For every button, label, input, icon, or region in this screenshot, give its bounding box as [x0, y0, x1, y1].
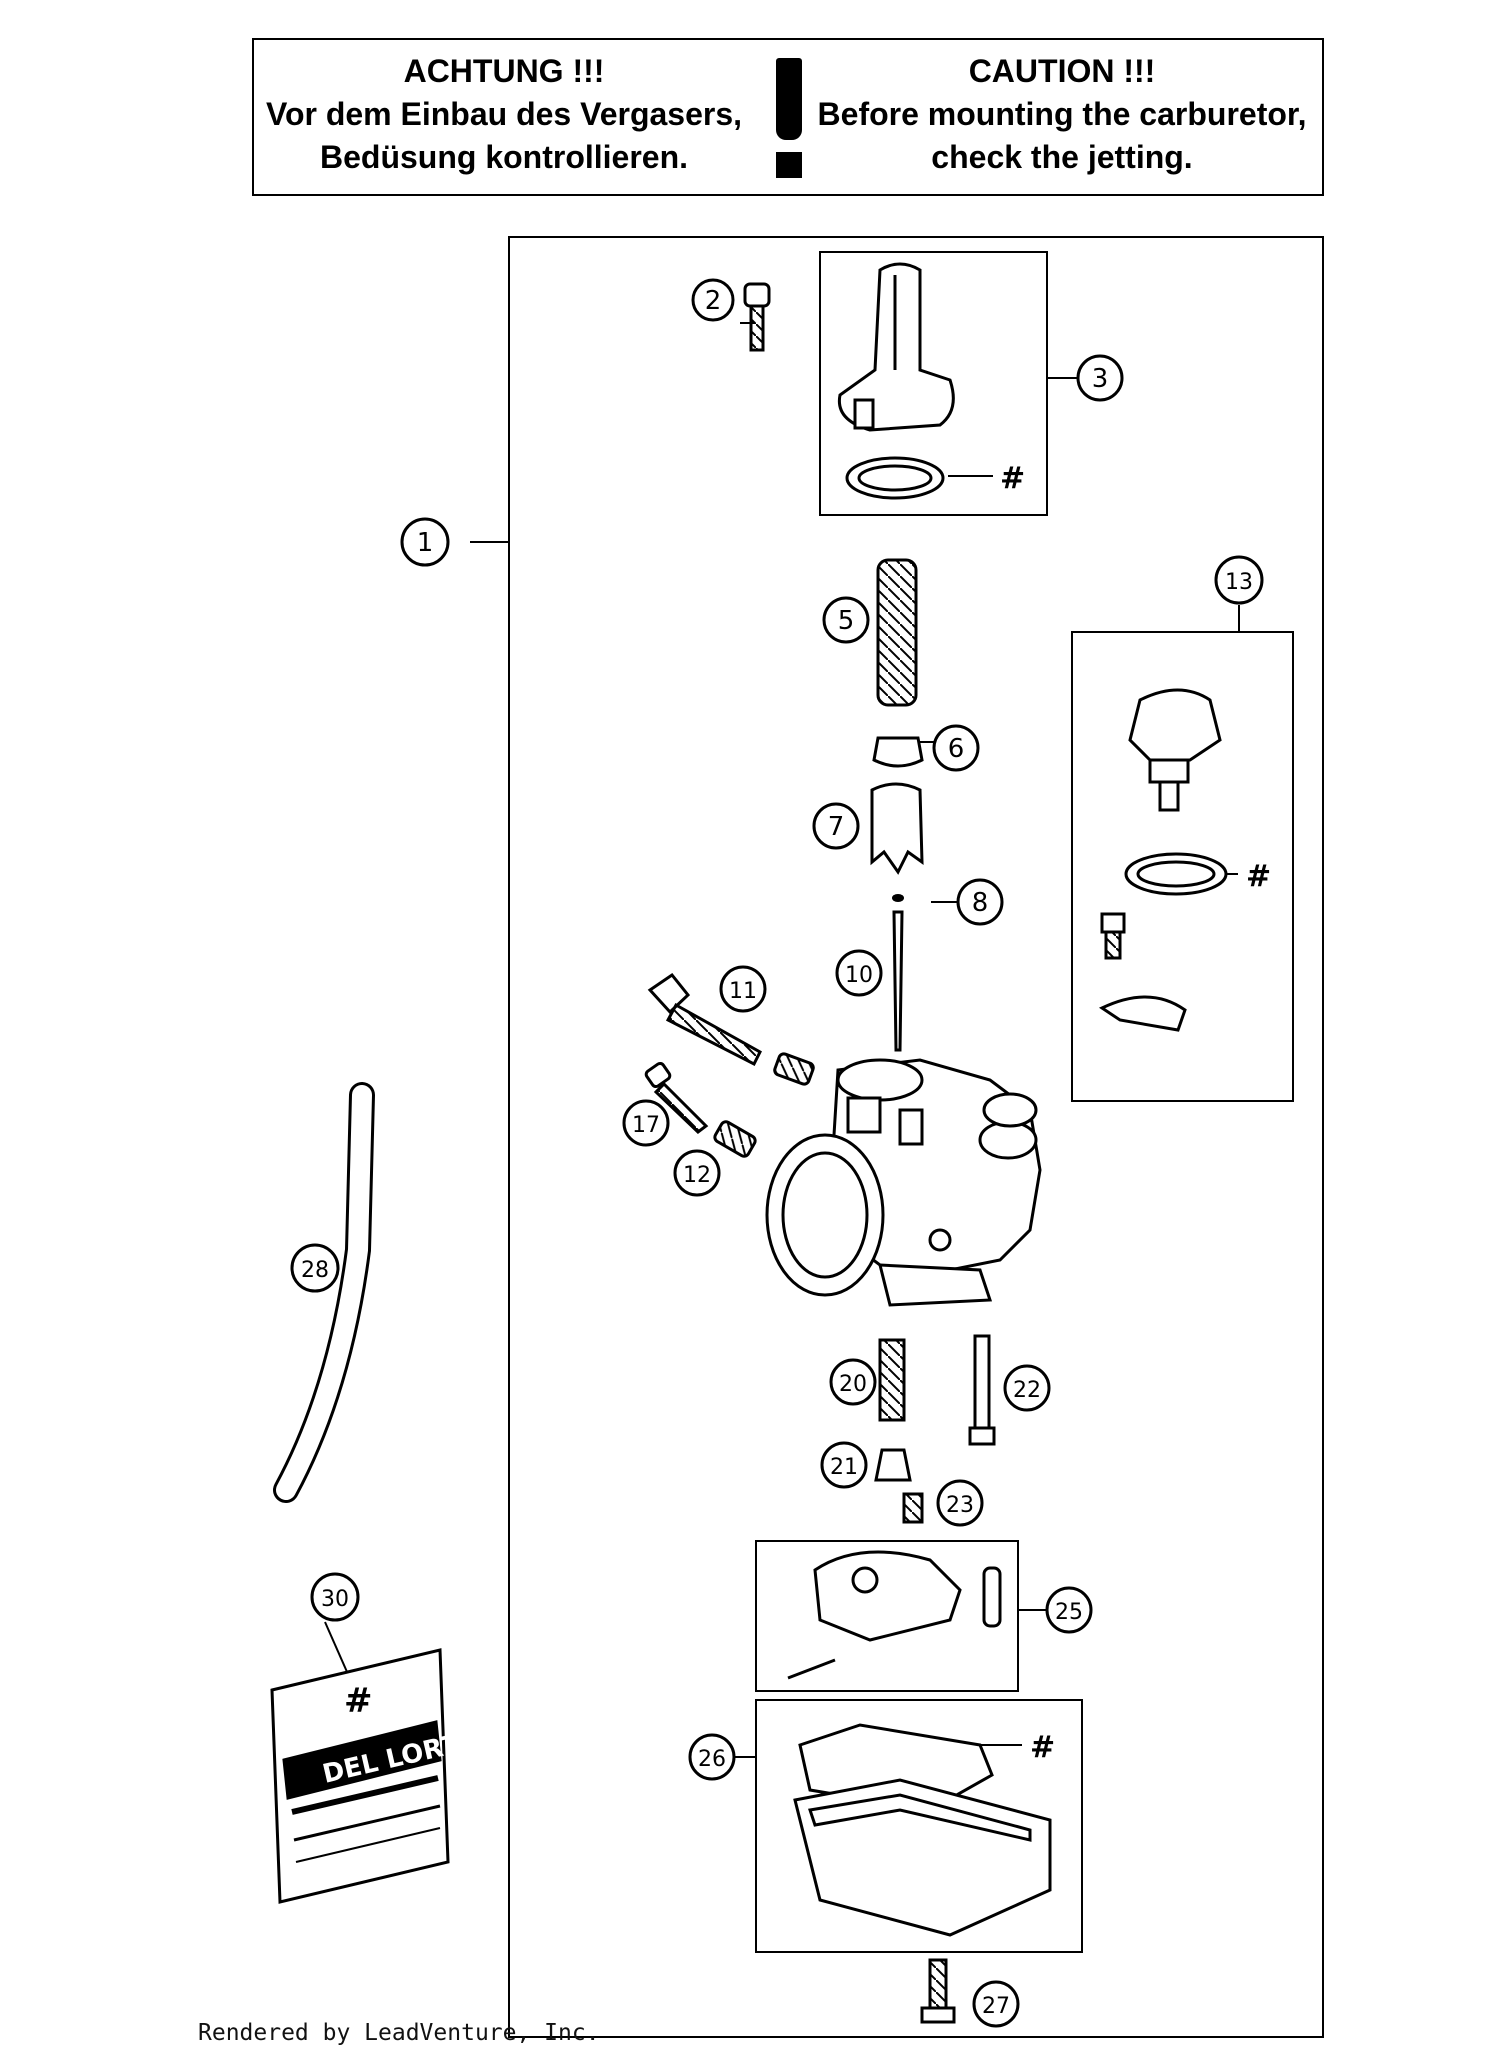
- main-assembly-frame: [508, 236, 1324, 2038]
- hash-mark-13: #: [1246, 859, 1271, 894]
- callout-12: 12: [683, 1163, 711, 1188]
- callout-17: 17: [632, 1113, 660, 1138]
- idle-spring: [773, 1052, 815, 1086]
- part-6-retainer: [872, 736, 924, 768]
- part-12-spring: [713, 1120, 757, 1158]
- callout-25: 25: [1055, 1600, 1083, 1625]
- callout-13: 13: [1225, 570, 1253, 595]
- callout-27: 27: [982, 1994, 1010, 2019]
- caution-german-title: ACHTUNG !!!: [403, 53, 605, 89]
- hash-mark-26: #: [1030, 1730, 1055, 1765]
- caution-english-line1: Before mounting the carburetor,: [817, 96, 1307, 132]
- callout-circle-8: [956, 878, 1004, 926]
- callout-circle-21: [820, 1441, 868, 1489]
- callout-circle-30: [310, 1572, 360, 1622]
- callout-circle-23: [936, 1479, 984, 1527]
- part-20-atomizer: [878, 1338, 906, 1422]
- hash-mark-3: #: [1000, 461, 1025, 496]
- callout-circle-17: [622, 1099, 670, 1147]
- caution-german: ACHTUNG !!! Vor dem Einbau des Vergasers…: [254, 50, 754, 179]
- callout-circle-12: [673, 1149, 721, 1197]
- part-13-choke: [1098, 688, 1228, 1032]
- part-5-spring: [876, 558, 918, 707]
- part-26-float-bowl: [793, 1723, 1052, 1937]
- callout-23: 23: [946, 1493, 974, 1518]
- part-10-needle: [892, 910, 904, 1052]
- exclamation-dot-icon: [776, 152, 802, 178]
- part-25-float: [787, 1550, 1002, 1680]
- part-11-idle-screw: [647, 972, 762, 1067]
- callout-7: 7: [828, 812, 845, 842]
- part-13-box: [1071, 631, 1294, 1102]
- callout-8: 8: [972, 888, 989, 918]
- part-23-idle-jet: [902, 1492, 924, 1524]
- part-27-drain-screw: [920, 1958, 956, 2024]
- caution-english-title: CAUTION !!!: [968, 53, 1156, 89]
- callout-circle-28: [290, 1243, 340, 1293]
- callout-numbers: 1 2 3 5 6 7 8 10 11 13 17 12 28 20 22 21…: [301, 286, 1253, 2019]
- callout-28: 28: [301, 1258, 329, 1283]
- callout-1: 1: [417, 528, 434, 558]
- callout-circle-22: [1003, 1364, 1051, 1412]
- part-26-box: [755, 1699, 1083, 1953]
- caution-english-line2: check the jetting.: [931, 139, 1193, 175]
- callout-circles: [290, 278, 1264, 2028]
- callout-circle-13: [1214, 555, 1264, 605]
- footer-credit: Rendered by LeadVenture, Inc.: [198, 2020, 600, 2046]
- caution-german-line2: Bedüsung kontrollieren.: [319, 139, 689, 175]
- callout-22: 22: [1013, 1378, 1041, 1403]
- carburetor-body: [765, 1058, 1042, 1307]
- hash-marks: # # # #: [344, 461, 1271, 1765]
- callout-circle-26: [688, 1733, 736, 1781]
- callout-2: 2: [705, 286, 722, 316]
- callout-circle-1: [400, 517, 450, 567]
- part-21-main-jet: [874, 1448, 912, 1482]
- callout-10: 10: [845, 963, 873, 988]
- callout-circle-2: [691, 278, 735, 322]
- caution-german-line1: Vor dem Einbau des Vergasers,: [265, 96, 743, 132]
- callout-circle-10: [835, 949, 883, 997]
- part-3-cover-cap: [837, 262, 955, 500]
- callout-circle-6: [932, 724, 980, 772]
- part-22-jet: [968, 1334, 996, 1446]
- caution-english: CAUTION !!! Before mounting the carburet…: [812, 50, 1312, 179]
- callout-30: 30: [321, 1587, 349, 1612]
- callout-21: 21: [830, 1455, 858, 1480]
- part-17-screw: [644, 1061, 709, 1134]
- callout-circle-25: [1045, 1586, 1093, 1634]
- part-25-box: [755, 1540, 1019, 1692]
- callout-circle-5: [822, 596, 870, 644]
- callout-6: 6: [948, 734, 965, 764]
- callout-26: 26: [698, 1747, 726, 1772]
- hash-mark-30: #: [344, 1681, 373, 1721]
- part-3-box: [819, 251, 1048, 516]
- callout-5: 5: [838, 606, 855, 636]
- callout-3: 3: [1092, 364, 1109, 394]
- callout-circle-11: [719, 965, 767, 1013]
- exclamation-icon: [776, 58, 802, 140]
- callout-circle-7: [812, 802, 860, 850]
- callout-20: 20: [839, 1372, 867, 1397]
- callout-11: 11: [729, 979, 757, 1004]
- part-2-screw: [743, 282, 771, 352]
- part-7-throttle-slide: [870, 782, 924, 875]
- callout-circle-20: [829, 1358, 877, 1406]
- caution-box: ACHTUNG !!! Vor dem Einbau des Vergasers…: [252, 38, 1324, 196]
- part-8-clip: [892, 894, 904, 902]
- callout-circle-27: [972, 1980, 1020, 2028]
- callout-circle-3: [1076, 354, 1124, 402]
- part-30-jet-kit-bag: [270, 1648, 450, 1904]
